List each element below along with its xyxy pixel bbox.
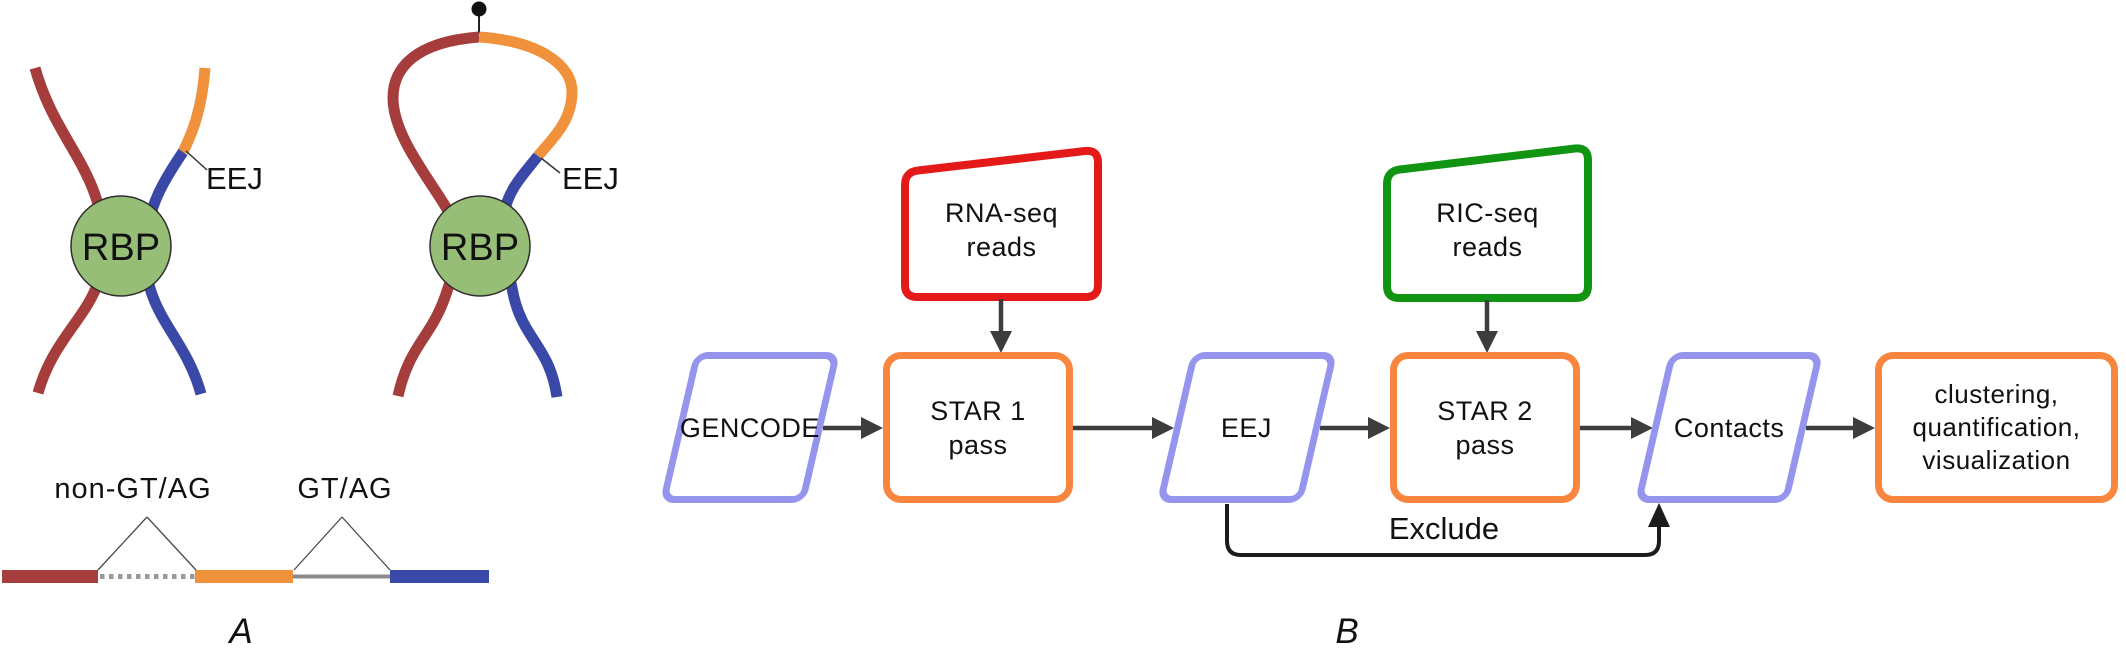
exon-bar-red (2, 570, 98, 583)
pin-head (471, 1, 487, 17)
rbp-label-2: RBP (440, 227, 520, 269)
eej-label-1: EEJ (206, 161, 263, 196)
clustering-node-label-line2: quantification, (1912, 412, 2081, 442)
rna-strand-orange-2 (478, 31, 578, 160)
exon-bar-blue (390, 570, 489, 583)
exon-bar-orange (195, 570, 293, 583)
rna-seq-reads-label-line1: RNA-seq (944, 198, 1059, 228)
rbp-protein-circle-2 (429, 195, 531, 297)
eej-label-2: EEJ (562, 161, 619, 196)
canonical-bracket-lines (293, 516, 391, 571)
panel-b-letter: B (1335, 612, 1359, 651)
clustering-node: clustering, quantification, visualizatio… (1875, 352, 2118, 503)
star1-node-label-line2: pass (948, 429, 1008, 460)
exclude-connector (1225, 504, 1661, 557)
star1-node: STAR 1 pass (883, 352, 1073, 503)
star2-node-label-line1: STAR 2 (1437, 395, 1533, 426)
rna-seq-reads-label-line2: reads (966, 232, 1037, 262)
rna-strand-orange-1 (178, 67, 211, 155)
eej-node-label: EEJ (1221, 412, 1273, 443)
clustering-node-label-line1: clustering, (1934, 379, 2059, 409)
panel-a-letter: A (229, 612, 253, 651)
canonical-splice-label: GT/AG (297, 473, 393, 505)
ric-seq-reads-box-outline (1383, 144, 1592, 302)
flow-arrow-heads (861, 331, 1875, 439)
eej-pointer-line-2 (540, 157, 561, 174)
star2-node-label-line2: pass (1455, 429, 1515, 460)
ric-seq-reads-label: RIC-seq reads (1387, 163, 1588, 296)
flow-arrow-lines (823, 299, 1854, 431)
eej-pointer-line-1 (185, 150, 208, 171)
gencode-node-label: GENCODE (679, 412, 821, 443)
exclude-arrow-head (1648, 503, 1670, 527)
contacts-node-label: Contacts (1673, 412, 1785, 443)
star2-node: STAR 2 pass (1390, 352, 1580, 503)
clustering-node-label-line3: visualization (1922, 445, 2071, 475)
noncanonical-bracket-lines (97, 516, 197, 571)
exclude-label: Exclude (1388, 511, 1500, 546)
rbp-protein-circle-1 (70, 195, 172, 297)
ric-seq-reads-label-line1: RIC-seq (1436, 197, 1539, 228)
rna-seq-reads-label: RNA-seq reads (905, 165, 1098, 295)
star1-node-label-line1: STAR 1 (930, 395, 1026, 426)
rbp-label-1: RBP (81, 227, 161, 269)
noncanonical-splice-label: non-GT/AG (54, 473, 212, 505)
rna-seq-reads-box-outline (901, 146, 1102, 301)
ric-seq-reads-label-line2: reads (1452, 231, 1523, 262)
